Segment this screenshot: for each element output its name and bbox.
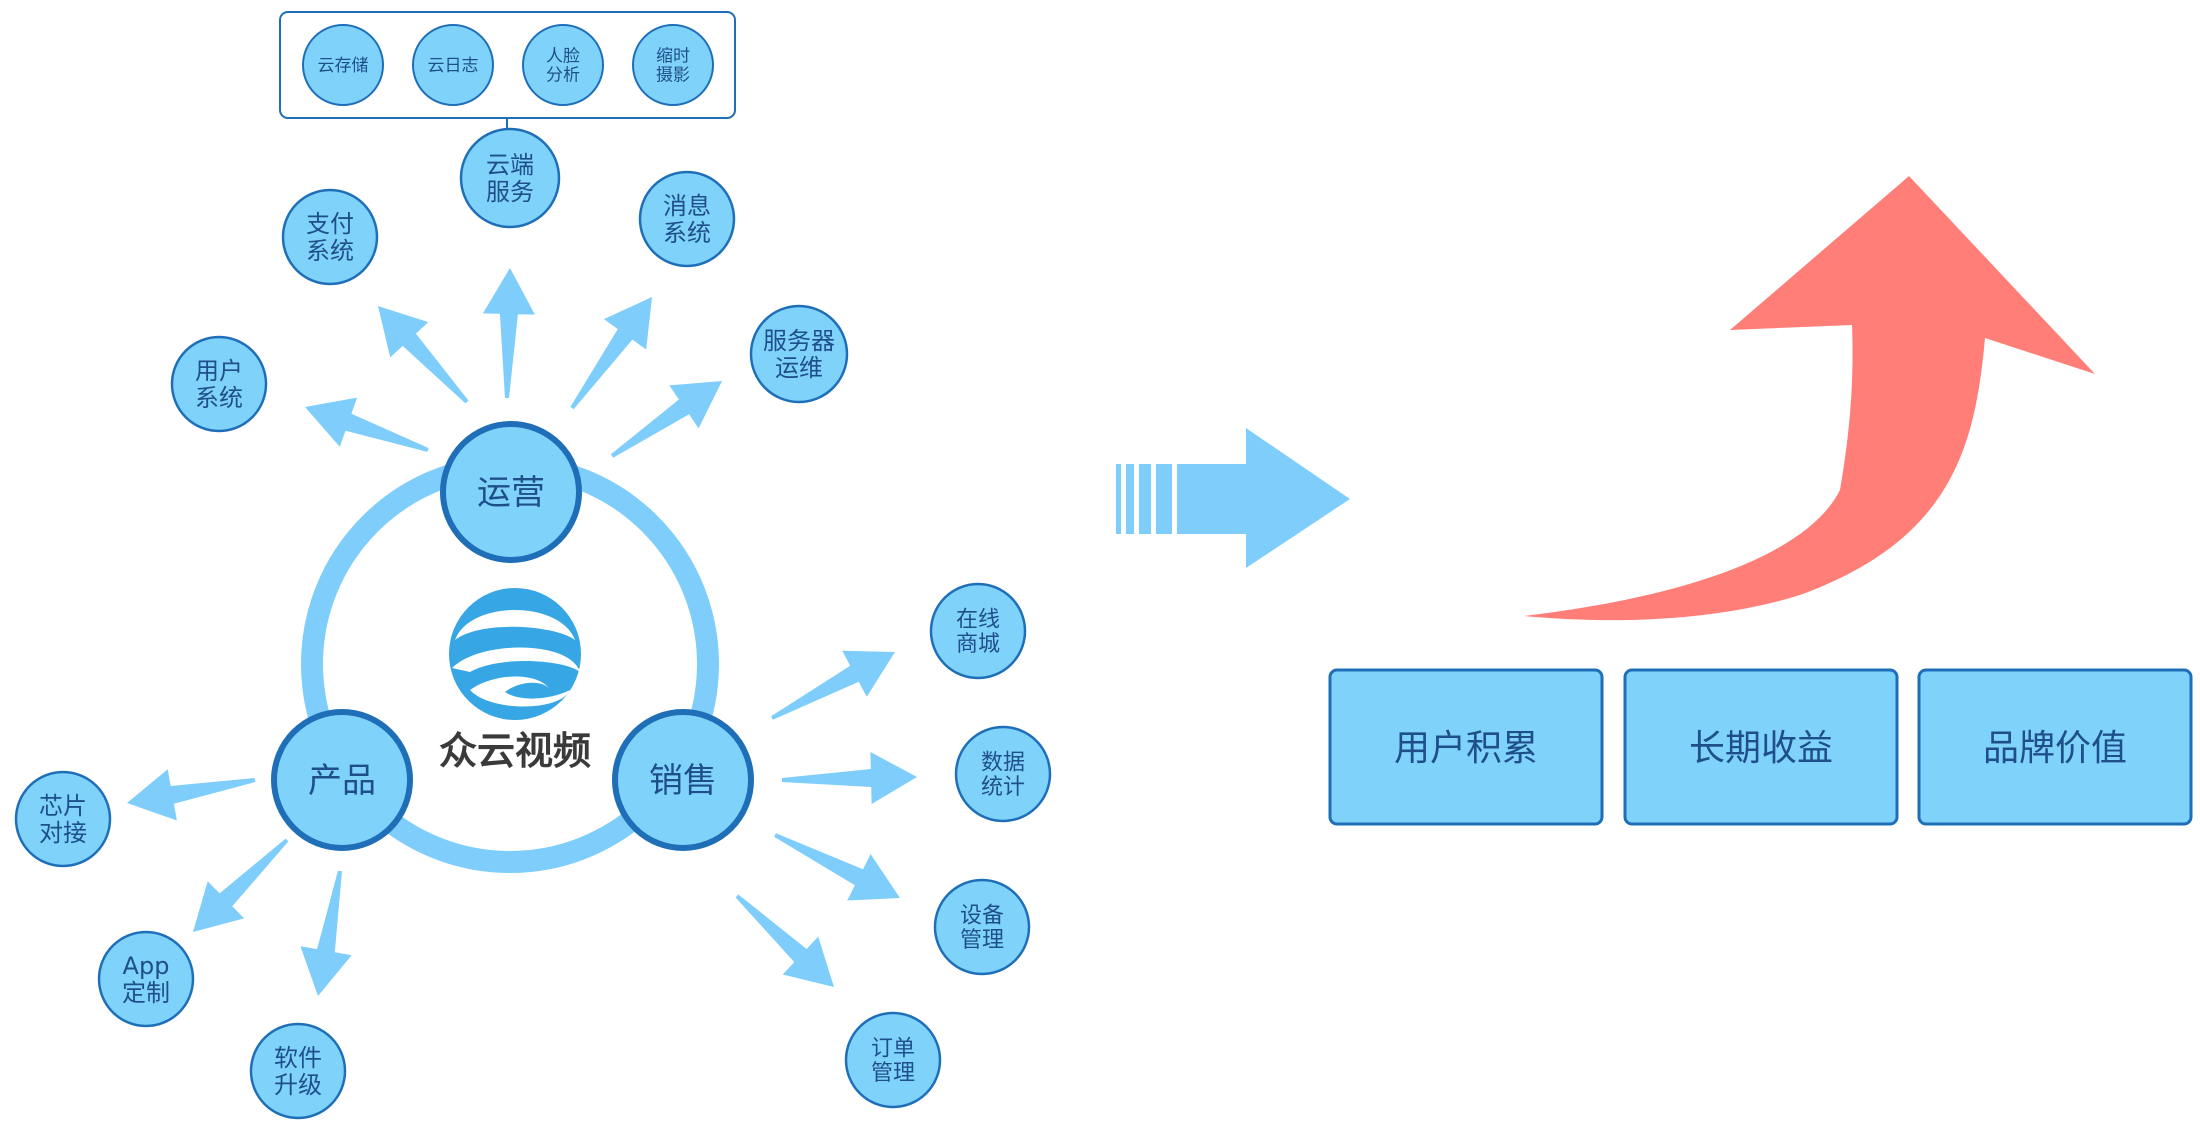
operations-item-3: 云端服务 bbox=[459, 127, 561, 229]
arrow-to-app bbox=[193, 838, 289, 932]
cloud-service-node-2: 云日志 bbox=[412, 24, 494, 106]
hub-sales-label: 销售 bbox=[649, 761, 717, 801]
radiating-arrows bbox=[127, 268, 917, 996]
arrow-to-data-stats bbox=[782, 752, 917, 804]
arrow-to-message-system bbox=[570, 297, 652, 410]
product-item-3: 软件升级 bbox=[249, 1022, 347, 1120]
operations-item-3-label: 云端服务 bbox=[486, 151, 534, 206]
brand-logo: 众云视频 bbox=[439, 588, 591, 773]
arrow-to-software bbox=[300, 870, 352, 996]
arrow-to-mall bbox=[771, 650, 895, 720]
cloud-service-node-4: 缩时摄影 bbox=[632, 24, 714, 106]
operations-item-1: 用户系统 bbox=[170, 335, 268, 433]
operations-item-2: 支付系统 bbox=[281, 188, 379, 286]
swirl-logo-icon bbox=[449, 588, 581, 720]
transition-arrow bbox=[1116, 428, 1350, 568]
sales-item-1-label: 在线商城 bbox=[956, 608, 1000, 658]
outcome-box-2: 长期收益 bbox=[1623, 668, 1899, 826]
cloud-service-node-2-label: 云日志 bbox=[428, 56, 479, 76]
sales-item-3-label: 设备管理 bbox=[960, 904, 1004, 954]
sales-item-4: 订单管理 bbox=[844, 1011, 942, 1109]
outcome-label-1: 用户积累 bbox=[1394, 728, 1538, 769]
cloud-services-group: 云存储 云日志 人脸分析 缩时摄影 bbox=[279, 11, 736, 128]
sales-item-2-label: 数据统计 bbox=[981, 751, 1025, 801]
arrow-to-chip bbox=[127, 769, 256, 821]
cloud-service-node-3: 人脸分析 bbox=[522, 24, 604, 106]
hub-product: 产品 bbox=[271, 709, 413, 851]
hub-sales: 销售 bbox=[612, 709, 754, 851]
operations-item-5-label: 服务器运维 bbox=[763, 327, 835, 382]
product-item-1-label: 芯片对接 bbox=[39, 792, 87, 847]
arrow-to-user-system bbox=[305, 397, 429, 452]
arrow-to-payment-system bbox=[378, 306, 469, 404]
product-item-3-label: 软件升级 bbox=[274, 1044, 322, 1099]
hub-operations: 运营 bbox=[440, 421, 582, 563]
product-item-1: 芯片对接 bbox=[14, 770, 112, 868]
operations-item-4-label: 消息系统 bbox=[663, 192, 711, 247]
arrow-to-cloud-service bbox=[482, 268, 535, 398]
cloud-service-node-4-label: 缩时摄影 bbox=[656, 47, 690, 86]
operations-item-5: 服务器运维 bbox=[749, 304, 849, 404]
outcome-label-2: 长期收益 bbox=[1689, 728, 1833, 769]
arrow-to-order-mgmt bbox=[735, 894, 834, 987]
hub-product-label: 产品 bbox=[308, 761, 376, 801]
operations-item-2-label: 支付系统 bbox=[306, 210, 354, 265]
cloud-service-node-1-label: 云存储 bbox=[318, 56, 369, 76]
sales-item-1: 在线商城 bbox=[929, 582, 1027, 680]
cloud-service-node-1: 云存储 bbox=[302, 24, 384, 106]
hub-operations-label: 运营 bbox=[477, 473, 545, 513]
sales-item-4-label: 订单管理 bbox=[871, 1037, 915, 1087]
growth-arrow bbox=[1524, 176, 2095, 621]
operations-item-1-label: 用户系统 bbox=[195, 357, 243, 412]
arrow-to-device-mgmt bbox=[774, 833, 900, 901]
sales-item-2: 数据统计 bbox=[954, 725, 1052, 823]
outcome-label-3: 品牌价值 bbox=[1983, 728, 2127, 769]
outcome-box-3: 品牌价值 bbox=[1917, 668, 2193, 826]
brand-name: 众云视频 bbox=[439, 729, 591, 773]
outcome-box-1: 用户积累 bbox=[1328, 668, 1604, 826]
arrow-to-server-ops bbox=[610, 381, 722, 458]
sales-item-3: 设备管理 bbox=[933, 878, 1031, 976]
outcome-boxes: 用户积累 长期收益 品牌价值 bbox=[1328, 668, 2193, 826]
operations-item-4: 消息系统 bbox=[638, 170, 736, 268]
cloud-service-node-3-label: 人脸分析 bbox=[546, 47, 580, 86]
